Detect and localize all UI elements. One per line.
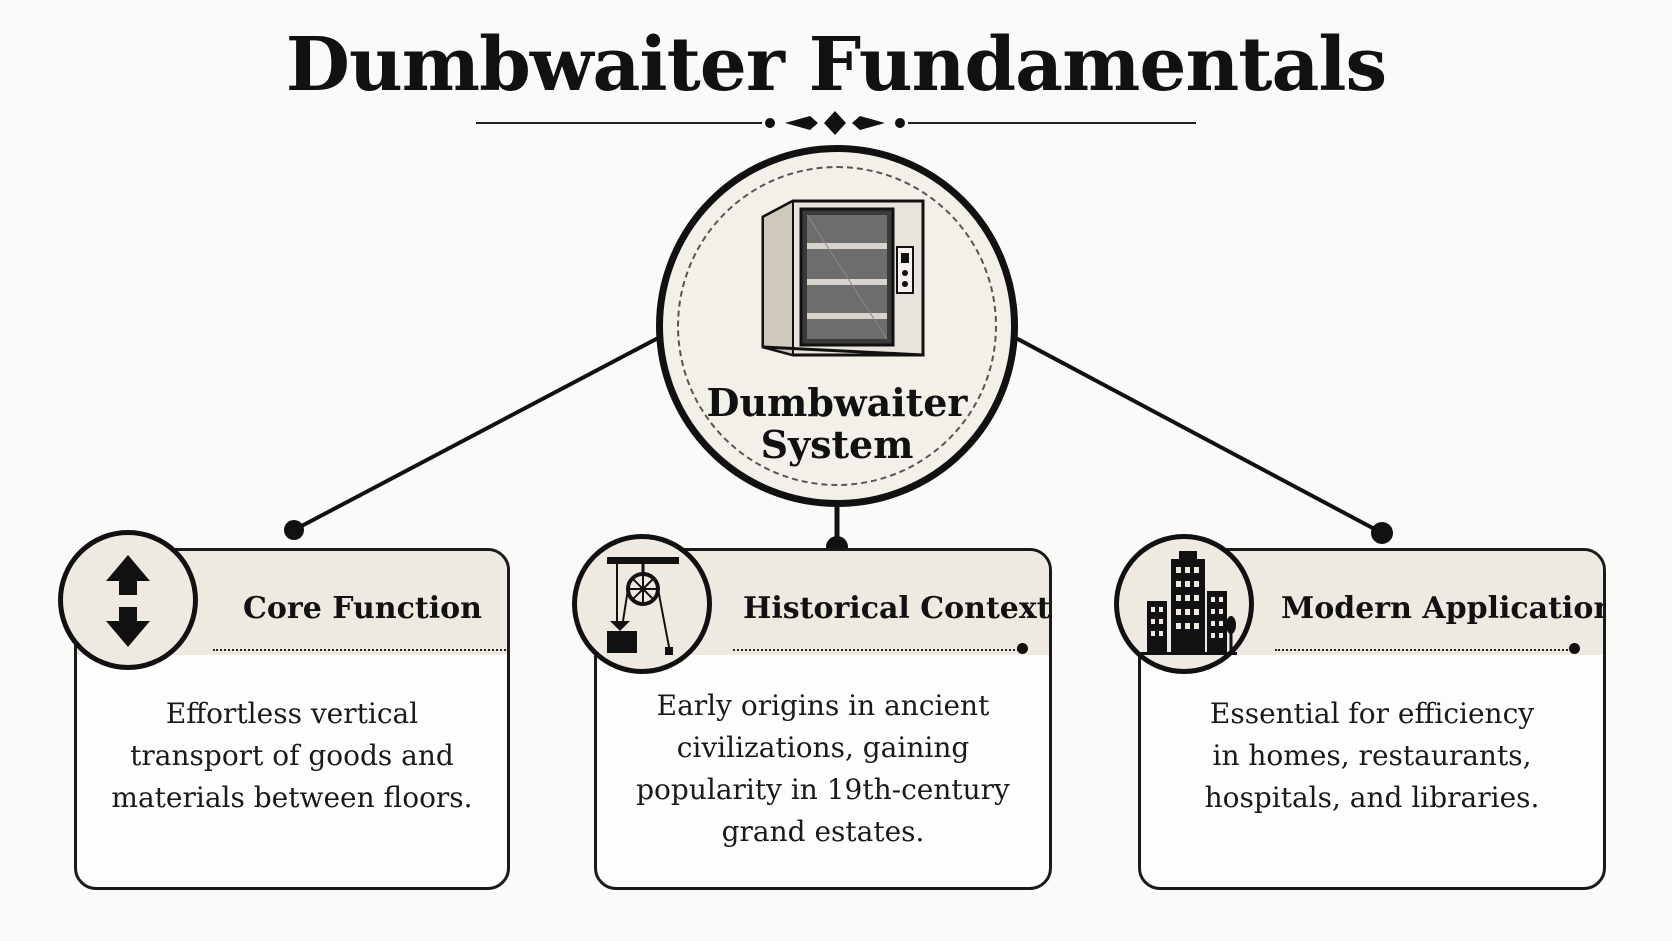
card-text-line: Early origins in ancient [656,689,990,722]
card-text-line: grand estates. [721,815,925,848]
card-badge-core-function [58,530,198,670]
connector-right [1013,335,1383,535]
hub-dashed-ring [677,166,997,486]
hub-label-line2: System [760,422,914,467]
card-divider [733,649,1023,651]
connector-left [293,335,661,532]
card-text-line: civilizations, gaining [676,731,970,764]
city-buildings-icon [1141,551,1237,655]
connector-right-dot [1371,522,1393,544]
hub-label: Dumbwaiter System [663,382,1011,466]
card-divider-dot [1017,643,1028,654]
card-description: Early origins in ancient civilizations, … [617,685,1029,853]
card-text-line: transport of goods and [130,739,454,772]
card-description: Effortless vertical transport of goods a… [97,693,487,819]
card-divider [1275,649,1575,651]
card-text-line: materials between floors. [111,781,473,814]
card-title: Historical Context [743,591,1051,626]
card-divider [213,649,507,651]
title-divider [476,111,1196,135]
dumbwaiter-cabinet-icon [761,199,925,357]
up-down-arrows-icon [106,555,150,647]
pulley-hoist-icon [607,557,679,655]
card-text-line: popularity in 19th-century [636,773,1010,806]
card-badge-modern-applications [1114,534,1254,674]
card-title: Modern Applications [1281,591,1606,626]
card-text-line: hospitals, and libraries. [1204,781,1540,814]
card-text-line: in homes, restaurants, [1212,739,1532,772]
card-title: Core Function [243,591,482,626]
card-badge-historical-context [572,534,712,674]
card-divider-dot [1569,643,1580,654]
card-description: Essential for efficiency in homes, resta… [1161,693,1583,819]
card-text-line: Essential for efficiency [1209,697,1535,730]
page-title: Dumbwaiter Fundamentals [285,22,1387,108]
hub-label-line1: Dumbwaiter [706,380,968,425]
hub-circle: Dumbwaiter System [656,145,1018,507]
card-text-line: Effortless vertical [165,697,419,730]
connector-left-dot [284,520,304,540]
